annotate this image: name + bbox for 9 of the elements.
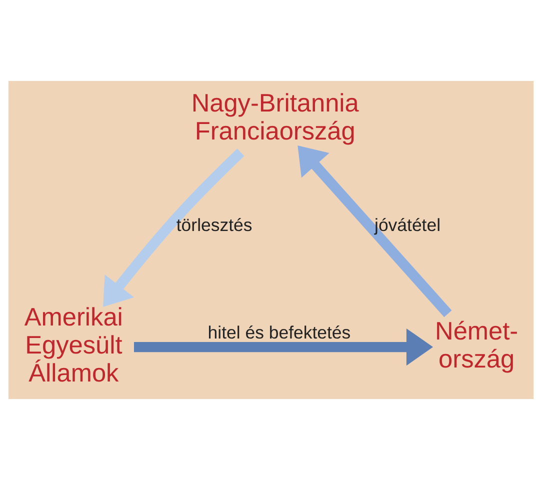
node-text: Német- ország xyxy=(435,317,518,374)
edge-label: törlesztés xyxy=(176,214,252,235)
edge-label: jóvátétel xyxy=(374,214,441,235)
node-text: Nagy-Britannia Franciaország xyxy=(191,89,359,146)
arrow xyxy=(298,146,452,318)
edge-label: hitel és befektetés xyxy=(208,322,351,342)
arrow xyxy=(103,148,244,307)
node-text: Amerikai Egyesült Államok xyxy=(24,304,123,388)
arrow xyxy=(134,328,434,366)
